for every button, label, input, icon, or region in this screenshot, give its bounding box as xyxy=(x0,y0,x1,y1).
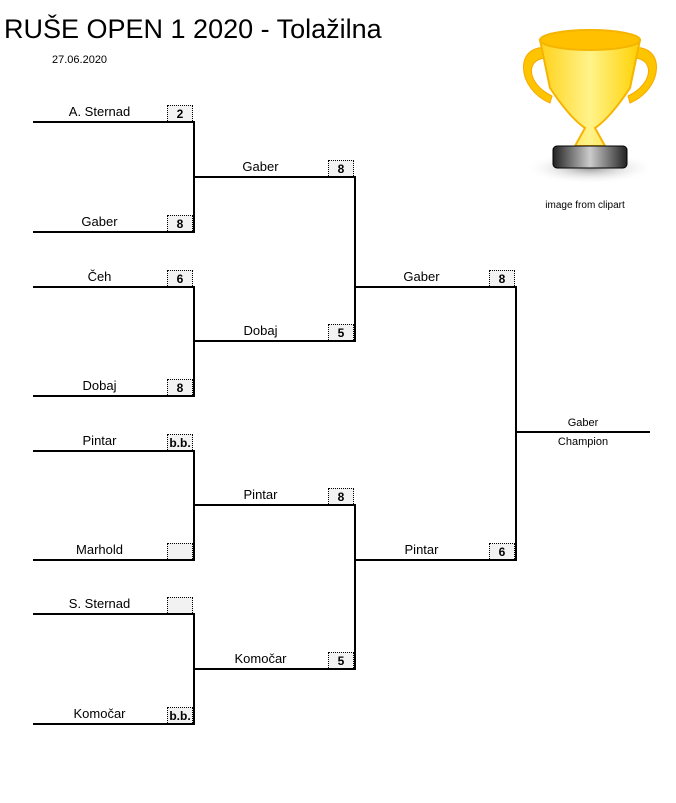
bracket-line xyxy=(194,668,356,670)
bracket-connector xyxy=(354,176,356,342)
score-box xyxy=(167,543,193,559)
bracket-line xyxy=(33,231,195,233)
player-name: Dobaj xyxy=(82,378,117,393)
bracket-line xyxy=(194,340,356,342)
score-box xyxy=(167,597,193,613)
bracket-line xyxy=(33,613,195,615)
bracket-connector xyxy=(354,504,356,670)
bracket-line xyxy=(194,504,356,506)
player-name: Gaber xyxy=(81,214,118,229)
player-name: Čeh xyxy=(87,269,112,284)
score-box: 5 xyxy=(328,652,354,668)
player-name: Gaber xyxy=(403,269,440,284)
event-date: 27.06.2020 xyxy=(52,54,108,66)
bracket-line xyxy=(33,121,195,123)
bracket-line xyxy=(33,286,195,288)
bracket-connector xyxy=(515,286,517,561)
champion-name: Gaber xyxy=(567,417,599,429)
score-box: 8 xyxy=(328,160,354,176)
score-box: b.b. xyxy=(167,707,193,723)
score-box: 8 xyxy=(489,270,515,286)
bracket-line xyxy=(33,723,195,725)
score-box: 6 xyxy=(489,543,515,559)
player-name: S. Sternad xyxy=(68,596,131,611)
bracket-line xyxy=(355,559,517,561)
image-credit: image from clipart xyxy=(545,200,625,211)
player-name: Komočar xyxy=(73,706,126,721)
player-name: Gaber xyxy=(242,159,279,174)
score-box: b.b. xyxy=(167,434,193,450)
score-box: 8 xyxy=(167,215,193,231)
score-box: 2 xyxy=(167,105,193,121)
champion-line xyxy=(516,431,650,433)
player-name: Pintar xyxy=(82,433,117,448)
score-box: 6 xyxy=(167,270,193,286)
score-box: 8 xyxy=(167,379,193,395)
player-name: A. Sternad xyxy=(68,104,131,119)
bracket-line xyxy=(355,286,517,288)
score-box: 8 xyxy=(328,488,354,504)
player-name: Dobaj xyxy=(243,323,278,338)
player-name: Pintar xyxy=(243,487,278,502)
bracket-line xyxy=(33,450,195,452)
player-name: Komočar xyxy=(234,651,287,666)
player-name: Pintar xyxy=(404,542,439,557)
score-box: 5 xyxy=(328,324,354,340)
trophy-icon xyxy=(523,29,657,184)
champion-label: Champion xyxy=(557,436,609,448)
page-title: RUŠE OPEN 1 2020 - Tolažilna xyxy=(4,14,382,44)
bracket-line xyxy=(194,176,356,178)
bracket-line xyxy=(33,395,195,397)
player-name: Marhold xyxy=(76,542,123,557)
bracket-line xyxy=(33,559,195,561)
